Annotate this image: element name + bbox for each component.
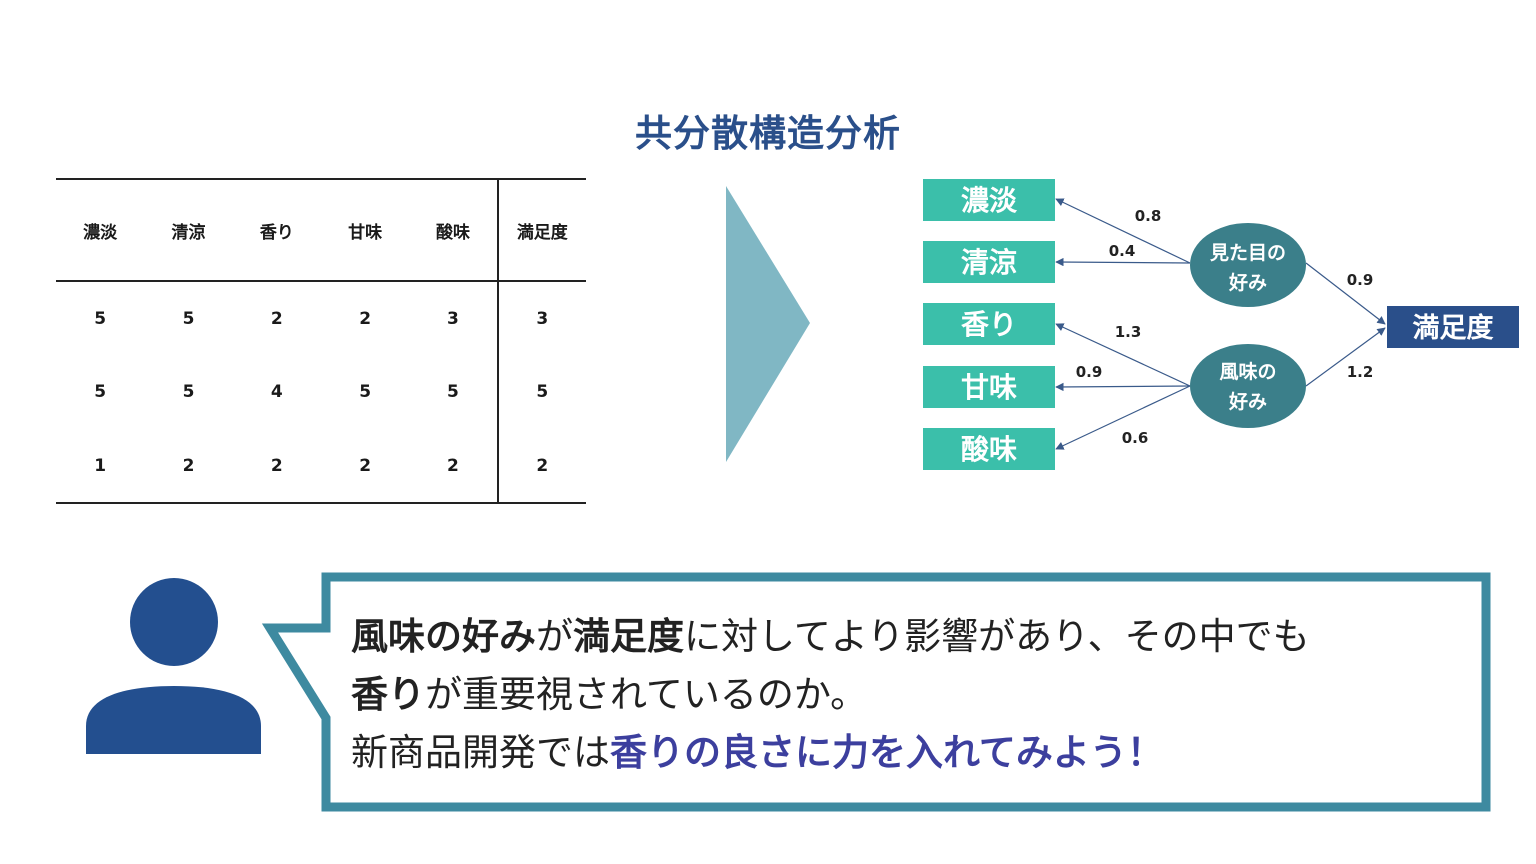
latent-visual-label: 見た目の xyxy=(1210,242,1286,264)
path-flavor-amami xyxy=(1055,382,1191,392)
slide-title: 共分散構造分析 xyxy=(635,112,901,155)
table-cell: 5 xyxy=(94,382,107,402)
path-flavor-sanmi xyxy=(1055,385,1191,450)
plain-text: が重要視されているのか。 xyxy=(425,673,868,716)
emphasis-text: 香り xyxy=(351,673,425,716)
path-flavor-kaori xyxy=(1055,323,1191,387)
speech-text: 風味の好みが満足度に対してより影響があり、その中でも 香りが重要視されているのか… xyxy=(351,608,1461,782)
outcome-box xyxy=(1387,306,1519,348)
observed-box-kaori xyxy=(923,303,1055,345)
table-cell: 5 xyxy=(359,382,372,402)
column-header: 香り xyxy=(232,179,321,282)
accent-text: 香りの良さに力を入れてみよう！ xyxy=(610,731,1164,774)
outcome-label: 満足度 xyxy=(1413,312,1494,344)
coefficient-label: 0.4 xyxy=(1109,242,1136,260)
emphasis-text: 満足度 xyxy=(573,615,684,658)
table-cell: 5 xyxy=(496,355,586,429)
table-cell: 5 xyxy=(447,382,459,402)
plain-text: に対してより影響があり、その中でも xyxy=(684,615,1310,658)
coefficient-label: 1.2 xyxy=(1347,363,1374,381)
observed-label: 香り xyxy=(961,308,1017,341)
table-cell: 2 xyxy=(359,455,372,476)
coefficient-label: 0.9 xyxy=(1076,363,1103,381)
coefficient-label: 0.8 xyxy=(1135,207,1162,225)
latent-flavor-label: 風味の xyxy=(1219,361,1276,383)
person-head xyxy=(130,578,218,666)
column-header: 濃淡 xyxy=(56,179,145,282)
observed-box-amami xyxy=(923,366,1055,408)
table-header-row: 濃淡 清涼 香り 甘味 酸味 満足度 xyxy=(56,179,586,282)
path-visual-satisfaction xyxy=(1305,262,1386,325)
table-cell: 4 xyxy=(270,382,283,402)
coefficient-label: 0.9 xyxy=(1347,271,1374,289)
latent-flavor-ellipse xyxy=(1190,344,1306,428)
table-cell: 2 xyxy=(182,455,195,476)
table-cell: 5 xyxy=(182,382,195,402)
path-visual-noutan xyxy=(1055,198,1191,264)
column-header: 酸味 xyxy=(409,179,498,282)
table-row: 5 5 4 5 5 5 xyxy=(56,355,586,429)
latent-visual-ellipse xyxy=(1190,223,1306,307)
latent-flavor-label: 好み xyxy=(1228,390,1267,413)
table-cell: 1 xyxy=(94,455,107,476)
observed-label: 甘味 xyxy=(961,371,1017,404)
data-table: 濃淡 清涼 香り 甘味 酸味 満足度 5 5 2 2 3 3 5 5 4 5 5… xyxy=(56,178,586,504)
person-body xyxy=(86,686,261,754)
table-cell: 2 xyxy=(447,455,459,476)
table-row: 5 5 2 2 3 3 xyxy=(56,281,586,355)
arrow-shape xyxy=(726,186,810,462)
person-icon xyxy=(86,578,261,754)
table-row: 1 2 2 2 2 2 xyxy=(56,429,586,503)
column-header: 甘味 xyxy=(320,179,410,282)
emphasis-text: 風味の好み xyxy=(351,615,536,658)
speech-line: 風味の好みが満足度に対してより影響があり、その中でも xyxy=(351,608,1461,666)
observed-box-sanmi xyxy=(923,428,1055,470)
table-cell: 2 xyxy=(359,308,372,329)
latent-visual-label: 好み xyxy=(1228,271,1267,294)
observed-label: 清涼 xyxy=(961,246,1017,279)
table-cell: 3 xyxy=(496,281,586,355)
plain-text: が xyxy=(536,615,573,658)
observed-label: 濃淡 xyxy=(961,184,1018,217)
path-visual-seiryo xyxy=(1055,257,1191,267)
coefficient-label: 0.6 xyxy=(1122,429,1149,447)
table-cell: 5 xyxy=(94,308,107,329)
table-cell: 3 xyxy=(447,308,459,329)
table-cell: 2 xyxy=(270,308,283,329)
observed-label: 酸味 xyxy=(961,433,1017,466)
sem-diagram: 濃淡 清涼 香り 甘味 酸味 見た目の 好み 風味の 好み 満足度 0.8 0.… xyxy=(923,179,1519,470)
coefficient-label: 1.3 xyxy=(1115,323,1142,341)
arrow-right-icon xyxy=(726,186,810,462)
table-cell: 5 xyxy=(182,308,195,329)
column-header: 満足度 xyxy=(496,179,586,282)
table-cell: 2 xyxy=(270,455,283,476)
observed-box-noutan xyxy=(923,179,1055,221)
plain-text: 新商品開発では xyxy=(351,731,610,774)
path-flavor-satisfaction xyxy=(1305,327,1386,387)
speech-line: 香りが重要視されているのか。 xyxy=(351,666,1461,724)
observed-box-seiryo xyxy=(923,241,1055,283)
table-cell: 2 xyxy=(496,429,586,503)
column-header: 清涼 xyxy=(144,179,233,282)
speech-line: 新商品開発では香りの良さに力を入れてみよう！ xyxy=(351,724,1461,782)
